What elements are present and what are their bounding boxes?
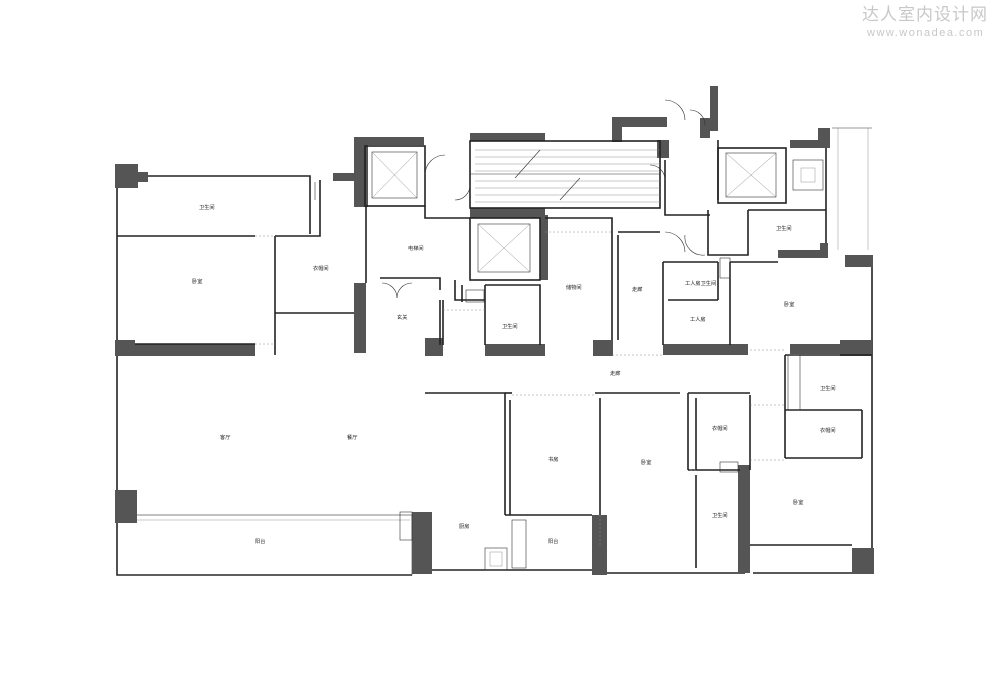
- label-bathroom-5: 卫生间: [712, 511, 728, 519]
- label-bedroom-3: 卧室: [641, 458, 651, 466]
- label-bathroom-3: 卫生间: [776, 224, 792, 232]
- label-maid-room: 工人房: [690, 315, 706, 323]
- fixtures: [399, 257, 801, 571]
- label-bathroom-2: 卫生间: [502, 322, 518, 330]
- label-balcony-1: 阳台: [255, 537, 265, 545]
- label-living-room: 客厅: [220, 433, 230, 441]
- label-elevator-hall: 电梯间: [408, 244, 424, 252]
- interior-walls: [117, 140, 872, 568]
- building-core: [364, 140, 824, 281]
- label-closet-1: 衣帽间: [313, 264, 329, 272]
- label-bedroom-2: 卧室: [784, 300, 794, 308]
- label-bedroom-1: 卧室: [192, 277, 202, 285]
- label-closet-3: 衣帽间: [712, 424, 728, 432]
- label-storage: 储物间: [566, 283, 582, 291]
- label-study: 书房: [548, 455, 558, 463]
- label-closet-2: 衣帽间: [820, 426, 836, 434]
- doors: [255, 99, 785, 545]
- label-dining-room: 餐厅: [347, 433, 357, 441]
- label-corridor-1: 走廊: [632, 285, 642, 293]
- label-bathroom-1: 卫生间: [199, 203, 215, 211]
- label-maid-bathroom: 工人房卫生间: [685, 279, 716, 287]
- label-corridor-2: 走廊: [610, 369, 620, 377]
- label-kitchen: 厨房: [459, 522, 469, 530]
- structural-columns: [115, 86, 874, 575]
- watermark-brand: 达人室内设计网: [862, 5, 988, 25]
- room-labels: 卫生间 卧室 衣帽间 电梯间 玄关 卫生间 储物间 走廊 工人房卫生间 工人房 …: [192, 203, 836, 545]
- label-bathroom-4: 卫生间: [820, 384, 836, 392]
- label-foyer: 玄关: [397, 313, 407, 321]
- label-bedroom-4: 卧室: [793, 498, 803, 506]
- label-balcony-2: 阳台: [548, 537, 558, 545]
- watermark-url: www.wonadea.com: [866, 27, 984, 39]
